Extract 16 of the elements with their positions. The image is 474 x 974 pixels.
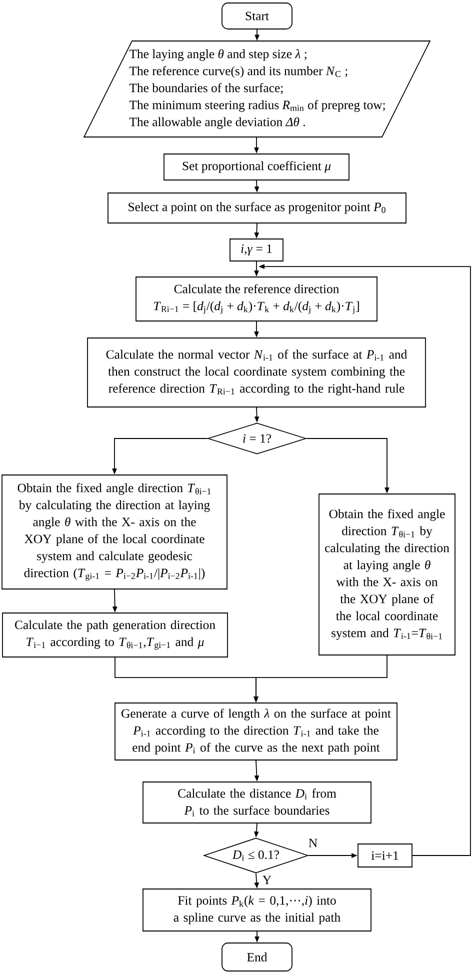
edge-label: N (307, 838, 319, 848)
process-box: Generate a curve of length λ on the surface at point P$_{i-1}$ according to the direction T$_{i-1}$ and take the end point P$_{i}$ of the curve as the next path point (114, 702, 398, 760)
terminal-box: Start (222, 2, 292, 30)
process-box: Calculate the distance D$_{i}$ from P$_{i}$ to the surface boundaries (142, 782, 372, 824)
process-box: Select a point on the surface as progenitor point P$_{0}$ (108, 192, 406, 224)
terminal-box: End (222, 942, 292, 972)
process-box: Calculate the reference direction T$_{Ri−1}$ = [d$_{j}$/(d$_{j}$ + d$_{k}$)·T$_{k}$ + d$_{k}$/(d$_{j}$ + d$_{k}$)·T$_{j}$] (136, 276, 378, 322)
process-box: Set proportional coefficient μ (164, 154, 350, 180)
process-box: Calculate the path generation direction T$_{i−1}$ according to T$_{θi−1}$,T$_{gi−1}$ and μ (2, 612, 228, 658)
process-box: Obtain the fixed angle direction T$_{θi−1}$ by calculating the direction at laying angle θ with the X- axis on the XOY plane of the local coordinate system and calculate geodesic direction (T$_{gi-1}$ = P$_{i−2}$P$_{i-1}$/|P$_{i−2}$P$_{i-1}$|) (2, 474, 228, 590)
process-box: Calculate the normal vector N$_{i-1}$ of the surface at P$_{i-1}$ and then construct the local coordinate system combining the reference direction T$_{Ri−1}$ according to the right-hand rule (87, 338, 426, 408)
process-box: Fit points P$_{k}$(k = 0,1,⋯,i) into a spline curve as the initial path (142, 888, 372, 932)
edge-label: Y (261, 874, 273, 886)
process-box: i,γ = 1 (230, 238, 284, 262)
process-box: i=i+1 (358, 844, 412, 868)
process-box: Obtain the fixed angle direction T$_{θi−1}$ by calculating the direction at laying angle θ with the X- axis on the XOY plane of the local coordinate system and T$_{i-1}$=T$_{θi−1}$ (318, 494, 456, 656)
